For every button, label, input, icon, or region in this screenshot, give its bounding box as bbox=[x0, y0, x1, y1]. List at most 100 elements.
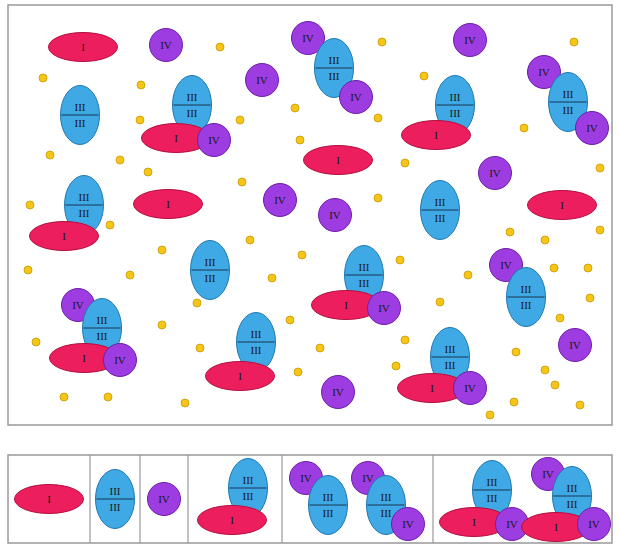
label-stack: I bbox=[133, 189, 203, 219]
subunit-label: IV bbox=[402, 518, 414, 530]
subunit-label: IV bbox=[464, 34, 476, 46]
subunit-label: IV bbox=[350, 91, 362, 103]
subunit-label: III bbox=[567, 482, 578, 494]
subunit-outline bbox=[190, 240, 230, 300]
subunit-iv-circle: IV bbox=[263, 183, 297, 217]
subunit-label: III bbox=[329, 70, 340, 82]
subunit-label: I bbox=[560, 199, 564, 211]
ligand-dot bbox=[401, 159, 409, 167]
subunit-label: III bbox=[435, 212, 446, 224]
label-stack: IIIIII bbox=[308, 475, 348, 535]
subunit-label: III bbox=[187, 107, 198, 119]
subunit-label: III bbox=[187, 91, 198, 103]
subunit-label: III bbox=[251, 328, 262, 340]
label-stack: IIIIII bbox=[506, 267, 546, 327]
subunit-i-ellipse: I bbox=[527, 190, 597, 220]
label-stack: IV bbox=[367, 291, 401, 325]
subunit-body bbox=[191, 241, 230, 300]
ligand-dot bbox=[512, 348, 520, 356]
subunit-body bbox=[507, 268, 546, 327]
subunit-label: IV bbox=[538, 66, 550, 78]
subunit-body bbox=[309, 476, 348, 535]
ligand-dot bbox=[136, 116, 144, 124]
subunit-label: III bbox=[563, 88, 574, 100]
dimer-divider bbox=[62, 115, 99, 116]
label-stack: I bbox=[527, 190, 597, 220]
subunit-label: III bbox=[205, 272, 216, 284]
ligand-dot bbox=[436, 298, 444, 306]
label-stack: IV bbox=[245, 63, 279, 97]
label-stack: I bbox=[401, 120, 471, 150]
ligand-dot bbox=[158, 246, 166, 254]
ligand-dot bbox=[286, 316, 294, 324]
ligand-dot bbox=[596, 226, 604, 234]
subunit-label: I bbox=[230, 514, 234, 526]
ligand-dot bbox=[26, 201, 34, 209]
ligand-dot bbox=[420, 72, 428, 80]
ligand-dot bbox=[158, 321, 166, 329]
subunit-iv-circle: IV bbox=[197, 123, 231, 157]
subunit-iv-circle: IV bbox=[103, 343, 137, 377]
subunit-label: IV bbox=[208, 134, 220, 146]
subunit-i-ellipse: I bbox=[48, 32, 118, 62]
subunit-label: I bbox=[82, 352, 86, 364]
subunit-iv-circle: IV bbox=[147, 482, 181, 516]
subunit-body bbox=[559, 329, 592, 362]
ligand-dot bbox=[401, 336, 409, 344]
subunit-body bbox=[322, 376, 355, 409]
subunit-body bbox=[134, 190, 203, 219]
ligand-dot bbox=[551, 381, 559, 389]
label-stack: IV bbox=[339, 80, 373, 114]
label-stack: IV bbox=[478, 156, 512, 190]
ligand-dot bbox=[374, 194, 382, 202]
subunit-label: I bbox=[166, 198, 170, 210]
subunit-body bbox=[206, 362, 275, 391]
ligand-dot bbox=[486, 411, 494, 419]
subunit-outline bbox=[506, 267, 546, 327]
subunit-body bbox=[392, 508, 425, 541]
label-stack: IV bbox=[147, 482, 181, 516]
subunit-iii-dimer: IIIIII bbox=[190, 240, 230, 300]
subunit-body bbox=[198, 124, 231, 157]
subunit-iii-dimer: IIIIII bbox=[506, 267, 546, 327]
subunit-label: III bbox=[487, 492, 498, 504]
label-stack: IV bbox=[197, 123, 231, 157]
subunit-label: III bbox=[79, 191, 90, 203]
subunit-iii-dimer: IIIIII bbox=[60, 85, 100, 145]
subunit-label: IV bbox=[464, 382, 476, 394]
ligand-dots bbox=[24, 38, 604, 419]
species-frame bbox=[8, 455, 612, 543]
ligand-dot bbox=[181, 399, 189, 407]
subunit-label: III bbox=[450, 91, 461, 103]
subunit-label: IV bbox=[588, 518, 600, 530]
subunit-label: IV bbox=[302, 32, 314, 44]
subunit-label: IV bbox=[586, 122, 598, 134]
subunit-label: IV bbox=[158, 493, 170, 505]
subunit-label: III bbox=[563, 104, 574, 116]
subunit-iv-circle: IV bbox=[367, 291, 401, 325]
label-stack: I bbox=[14, 484, 84, 514]
subunit-iii-dimer: IIIIII bbox=[308, 475, 348, 535]
subunit-iii-dimer: IIIIII bbox=[95, 469, 135, 529]
ligand-dot bbox=[392, 362, 400, 370]
subunit-label: IV bbox=[274, 194, 286, 206]
ligand-dot bbox=[216, 43, 224, 51]
dimer-divider bbox=[508, 297, 545, 298]
subunit-label: IV bbox=[256, 74, 268, 86]
label-stack: I bbox=[205, 361, 275, 391]
subunit-label: III bbox=[97, 330, 108, 342]
dimer-divider bbox=[238, 342, 275, 343]
subunit-label: IV bbox=[329, 209, 341, 221]
subunit-body bbox=[104, 344, 137, 377]
ligand-dot bbox=[596, 164, 604, 172]
ligand-dot bbox=[126, 271, 134, 279]
subunit-body bbox=[150, 29, 183, 62]
subunit-label: I bbox=[81, 41, 85, 53]
subunit-label: III bbox=[243, 490, 254, 502]
ligand-dot bbox=[46, 151, 54, 159]
subunit-label: I bbox=[336, 154, 340, 166]
dimer-divider bbox=[346, 275, 383, 276]
subunit-body bbox=[454, 24, 487, 57]
label-stack: IIIIII bbox=[95, 469, 135, 529]
ligand-dot bbox=[238, 178, 246, 186]
